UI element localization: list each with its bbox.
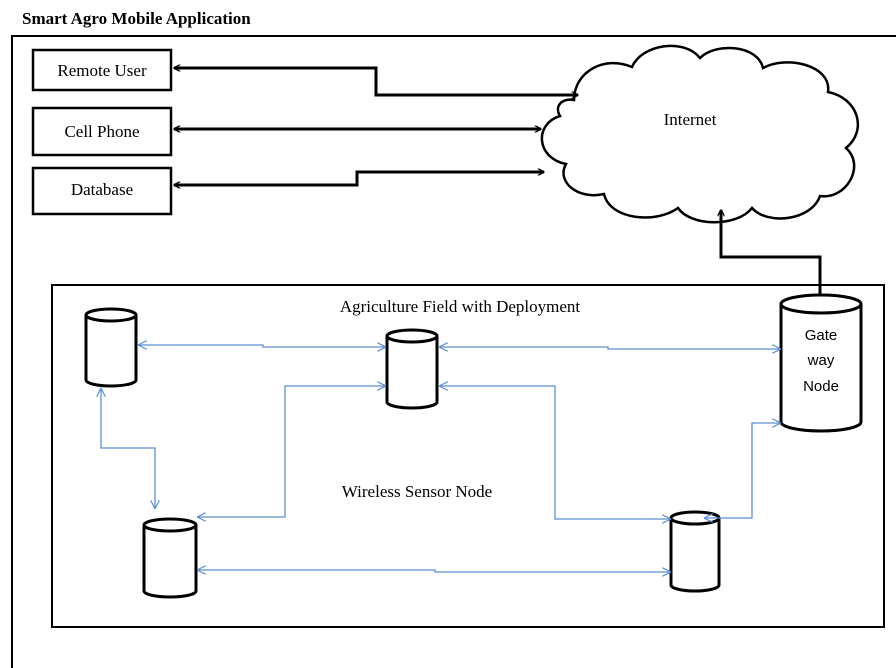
database-box: Database: [31, 166, 173, 216]
remote-user-label: Remote User: [57, 61, 147, 80]
database-internet-link: [174, 172, 544, 185]
link-bottomleft-bottomright: [198, 570, 670, 572]
gateway-label-line-2: way: [807, 352, 835, 369]
sensor-node-center: [385, 328, 439, 410]
link-topleft-bottomleft: [101, 389, 155, 508]
link-center-gateway: [440, 347, 780, 349]
wireless-sensor-label: Wireless Sensor Node: [342, 482, 492, 501]
link-center-bottomright: [440, 386, 670, 519]
cell-phone-label: Cell Phone: [64, 122, 139, 141]
remote-user-box: Remote User: [31, 48, 173, 92]
link-bottomleft-center: [198, 386, 385, 517]
sensor-node-top-left: [84, 307, 138, 388]
agriculture-field-frame: [51, 284, 885, 628]
internet-label: Internet: [664, 110, 717, 129]
field-title: Agriculture Field with Deployment: [340, 297, 581, 316]
link-topleft-center: [139, 345, 385, 347]
diagram-title: Smart Agro Mobile Application: [22, 9, 251, 28]
gateway-node: [779, 293, 863, 433]
link-bottomright-gateway: [705, 423, 780, 518]
gateway-label-line-1: Gate: [805, 327, 838, 344]
internet-gateway-link: [721, 210, 820, 305]
sensor-node-bottom-left: [142, 517, 198, 599]
outer-frame: [11, 35, 896, 668]
remote-user-internet-link: [174, 68, 578, 95]
database-label: Database: [71, 180, 133, 199]
sensor-node-bottom-right: [669, 510, 721, 593]
gateway-label-line-3: Node: [803, 378, 839, 395]
cell-phone-box: Cell Phone: [31, 106, 173, 157]
wireless-links: [101, 345, 780, 572]
internet-cloud: Internet: [540, 44, 860, 224]
